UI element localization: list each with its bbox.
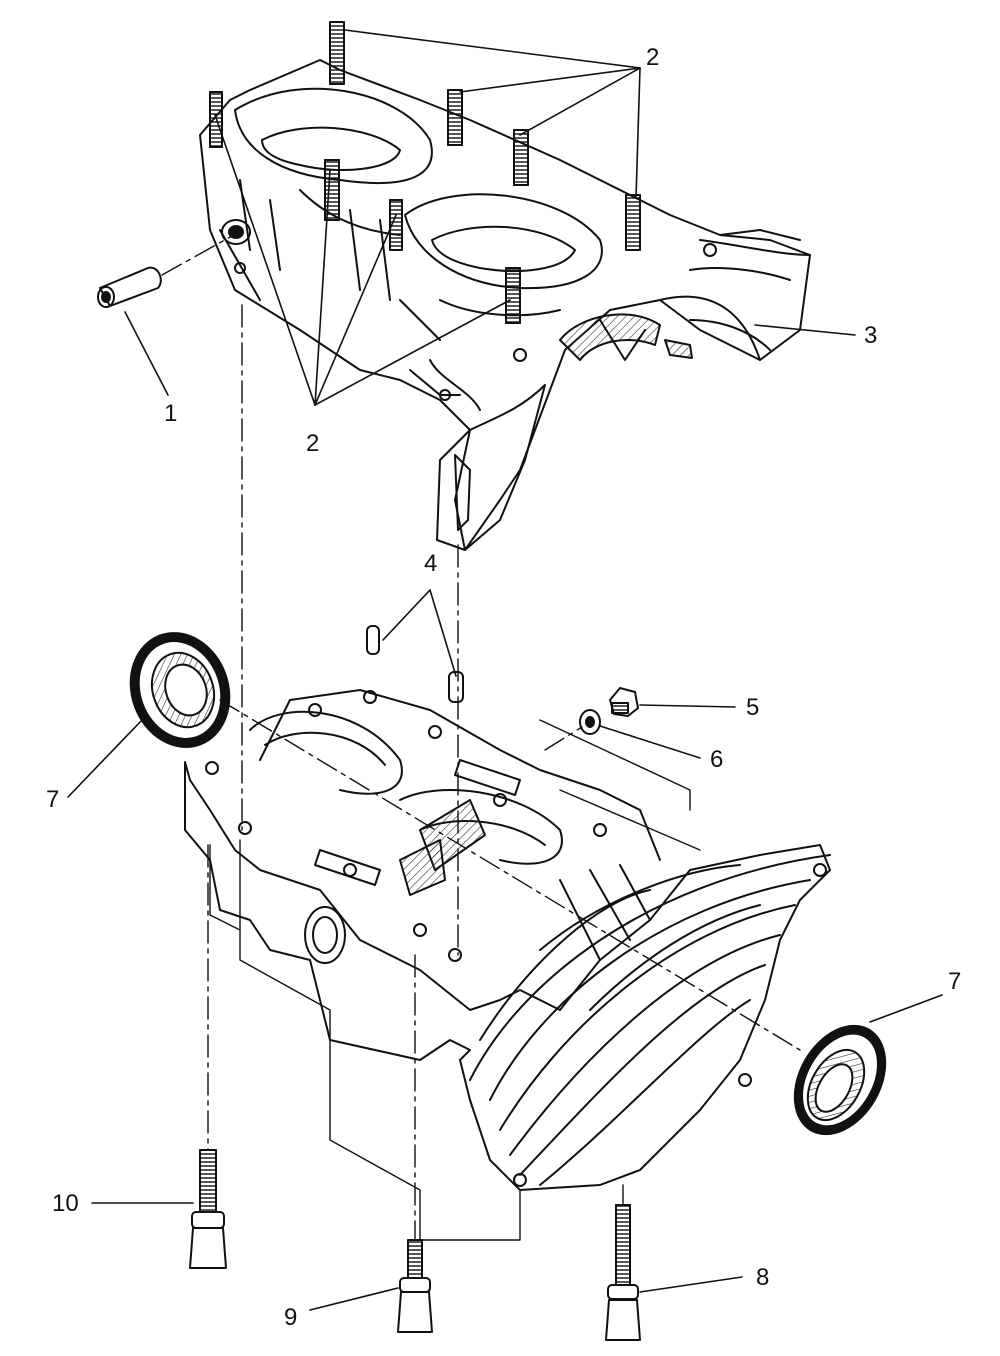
callout-1: 1	[164, 400, 178, 427]
alignment-lines	[161, 235, 801, 1241]
stud	[625, 194, 641, 251]
drain-plug	[609, 687, 639, 717]
callout-2-bottom: 2	[306, 430, 320, 457]
cylinder-studs	[209, 21, 641, 324]
callout-4: 4	[424, 550, 438, 577]
leader-lines	[67, 29, 943, 1311]
callout-7-right: 7	[948, 968, 962, 995]
callout-3: 3	[864, 322, 878, 349]
callout-10: 10	[52, 1190, 79, 1217]
lower-crankcase	[184, 689, 831, 1241]
callout-7-left: 7	[46, 786, 60, 813]
callout-2-top: 2	[646, 44, 660, 71]
crankshaft-seal-left	[129, 632, 231, 748]
stud	[329, 21, 345, 85]
bolt-with-washer	[189, 1149, 227, 1269]
stud	[505, 267, 521, 324]
bushing	[97, 266, 162, 308]
callout-9: 9	[284, 1304, 298, 1331]
crankshaft-seal-right	[793, 1024, 887, 1136]
stud	[389, 199, 403, 251]
stud	[447, 89, 463, 146]
stud	[209, 91, 223, 148]
stud	[513, 129, 529, 186]
sealing-washer	[579, 709, 601, 735]
bolt-with-washer	[605, 1204, 641, 1341]
dowel-pins	[366, 625, 464, 703]
upper-crankcase	[199, 59, 811, 551]
callout-6: 6	[710, 746, 724, 773]
callout-5: 5	[746, 694, 760, 721]
callout-8: 8	[756, 1264, 770, 1291]
bolt-with-washer	[397, 1239, 433, 1333]
